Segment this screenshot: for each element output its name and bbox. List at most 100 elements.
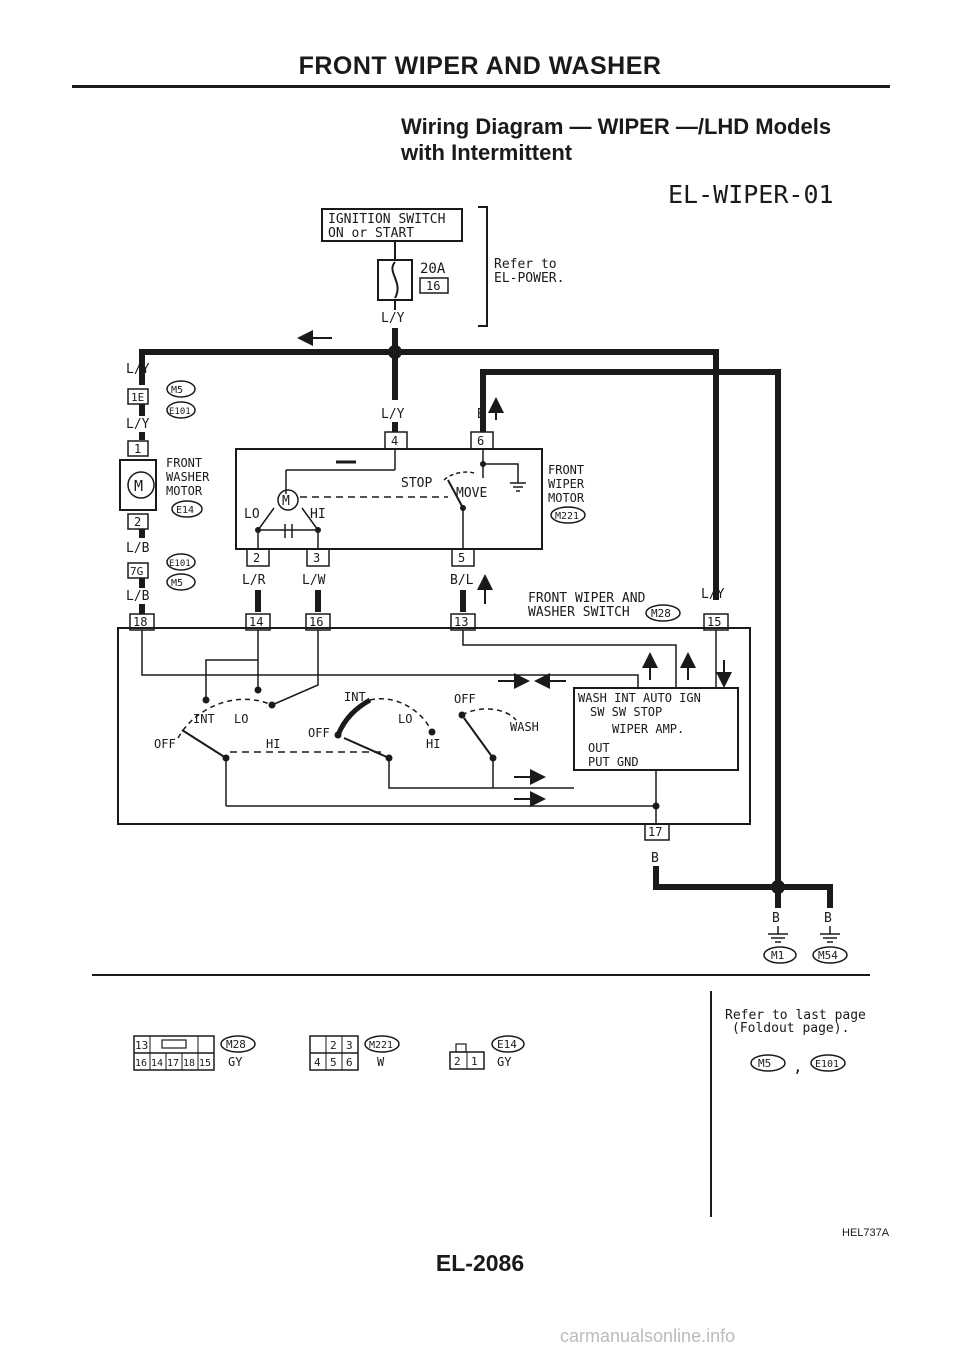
m28-top-pin: 13 — [135, 1039, 148, 1052]
washer-motor-symbol: M — [134, 477, 143, 495]
connector-e14: 2 1 E14 GY — [449, 1035, 525, 1070]
page-number: EL-2086 — [435, 1250, 525, 1276]
ground-wire-right: B — [824, 911, 832, 926]
ground-icon — [820, 926, 840, 943]
wiper-switch-group: FRONT WIPER AND WASHER SWITCH M28 L/Y 18… — [117, 587, 833, 908]
washer-conn-bot-tag-1: E101 — [169, 559, 191, 569]
refer-last-tag-2: E101 — [815, 1059, 839, 1070]
fuse: 20A 16 — [377, 259, 449, 301]
ground-icon — [768, 926, 788, 943]
switch-pin13: 13 — [454, 615, 468, 629]
watermark: carmanualsonline.info — [560, 1326, 736, 1346]
ignition-switch-box: IGNITION SWITCH ON or START — [321, 208, 463, 242]
sw1-off: OFF — [154, 737, 176, 751]
ignition-label-2: ON or START — [328, 226, 414, 241]
sw3-off: OFF — [454, 692, 476, 706]
m221-color: W — [377, 1055, 385, 1069]
diagram-title-line2: with Intermittent — [401, 140, 573, 165]
header-rule — [72, 85, 890, 88]
wiper-label-2: WIPER — [548, 477, 585, 491]
m221-top-pin-2: 3 — [346, 1039, 353, 1052]
e14-pin-1: 2 — [454, 1055, 461, 1068]
wiper-motor-symbol: M — [282, 494, 290, 509]
wiper-pin6: 6 — [477, 434, 484, 448]
wiper-wire-pin3: L/W — [302, 573, 326, 588]
wiper-wire-pin2: L/R — [242, 573, 266, 588]
m28-bottom-pin-4: 18 — [183, 1058, 195, 1069]
sw2-off: OFF — [308, 726, 330, 740]
m221-bottom-pin-2: 5 — [330, 1056, 337, 1069]
e14-tag: E14 — [497, 1038, 517, 1051]
sw1-int: INT — [193, 712, 215, 726]
switch-conn: M28 — [651, 607, 671, 620]
wiper-label-3: MOTOR — [548, 491, 585, 505]
refer-power-2: EL-POWER. — [494, 271, 564, 286]
amp-line-2: SW SW STOP — [590, 705, 662, 719]
wiper-pin4: 4 — [391, 434, 398, 448]
amp-line-5: PUT GND — [588, 755, 639, 769]
figure-code: HEL737A — [842, 1227, 890, 1239]
switch-label-1: FRONT WIPER AND — [528, 591, 646, 606]
wiper-pin5: 5 — [458, 551, 465, 565]
washer-wire-mid: L/Y — [126, 417, 150, 432]
washer-motor-group: L/Y 1E M5 E101 L/Y 1 M FRONT WASHER MOTO… — [119, 362, 210, 614]
switch-pin18: 18 — [133, 615, 147, 629]
m28-bottom-pin-3: 17 — [167, 1058, 179, 1069]
m28-bottom-pin-5: 15 — [199, 1058, 211, 1069]
washer-pin-top: 1 — [134, 442, 141, 456]
diagram-title: Wiring Diagram — WIPER —/LHD Models with… — [401, 114, 831, 166]
refer-last-comma: , — [793, 1057, 803, 1076]
switch-pin16: 16 — [309, 615, 323, 629]
wiper-label-1: FRONT — [548, 463, 584, 477]
washer-label-3: MOTOR — [166, 484, 203, 498]
sw3-wash: WASH — [510, 720, 539, 734]
sw1-hi: HI — [266, 737, 280, 751]
ground-wire — [480, 369, 781, 887]
m221-tag: M221 — [369, 1040, 393, 1051]
wiper-motor-group: L/Y B 4 6 FRONT WIPER MOTOR M221 M LO HI… — [235, 405, 586, 612]
sw2-lo: LO — [398, 712, 412, 726]
wiper-stop: STOP — [401, 476, 432, 491]
washer-motor-icon — [127, 471, 155, 499]
wiper-lo: LO — [244, 507, 260, 522]
fuse-amperage: 20A — [420, 261, 446, 277]
wiper-move: MOVE — [456, 486, 487, 501]
m221-top-pin-1: 2 — [330, 1039, 337, 1052]
washer-wire-bot2: L/B — [126, 589, 150, 604]
refer-last-tag-1: M5 — [758, 1057, 771, 1070]
washer-label-1: FRONT — [166, 456, 202, 470]
m28-bottom-pin-1: 16 — [135, 1058, 147, 1069]
switch-wire-pin17: B — [651, 851, 659, 866]
wiper-motor-icon — [277, 489, 299, 511]
main-bus-wire — [139, 349, 719, 600]
refer-last-page: Refer to last page (Foldout page). M5 , … — [725, 1008, 866, 1076]
switch-label-2: WASHER SWITCH — [528, 605, 630, 620]
junction-dot — [388, 345, 402, 359]
sw2-int: INT — [344, 690, 366, 704]
wiper-wire-pin5: B/L — [450, 573, 474, 588]
washer-conn: E14 — [176, 505, 194, 516]
m28-color: GY — [228, 1055, 243, 1069]
washer-label-2: WASHER — [166, 470, 210, 484]
wiper-pin2: 2 — [253, 551, 260, 565]
wiper-wire-pin4: L/Y — [381, 407, 405, 422]
connector-m28: 13 16 14 17 18 15 M28 GY — [133, 1035, 256, 1071]
washer-wire-bot: L/B — [126, 541, 150, 556]
switch-pin14: 14 — [249, 615, 263, 629]
washer-conn-top-pin: 1E — [131, 391, 144, 404]
switch-wire-pin15: L/Y — [701, 587, 725, 602]
ground-tag-right: M54 — [818, 949, 838, 962]
washer-wire-top: L/Y — [126, 362, 150, 377]
washer-conn-tag-1: M5 — [171, 385, 183, 396]
refer-last-1: Refer to last page — [725, 1008, 866, 1023]
m221-bottom-pin-1: 4 — [314, 1056, 321, 1069]
refer-last-2: (Foldout page). — [732, 1021, 849, 1036]
sw2-wiper-arc — [335, 697, 372, 737]
m28-bottom-pin-2: 14 — [151, 1058, 163, 1069]
switch-box — [117, 627, 751, 825]
e14-color: GY — [497, 1055, 512, 1069]
diagram-title-line1: Wiring Diagram — WIPER —/LHD Models — [401, 114, 832, 139]
wiper-pin3: 3 — [313, 551, 320, 565]
washer-conn-bot-tag-2: M5 — [171, 578, 183, 589]
section-title: FRONT WIPER AND WASHER — [298, 52, 662, 80]
